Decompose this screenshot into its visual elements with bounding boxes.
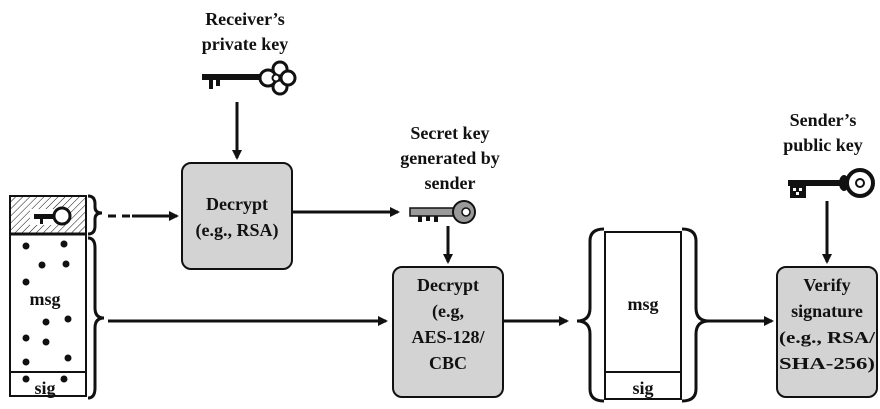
receiver-key-label-line2: private key: [202, 34, 288, 54]
sender-key-label-line1: Sender’s: [790, 110, 857, 130]
verify-label-line2: signature: [791, 301, 863, 321]
secret-key-label-line1: Secret key: [410, 123, 489, 143]
verify-label-line3: (e.g., RSA/: [779, 328, 875, 347]
embedded-key-icon: [30, 206, 72, 226]
decrypt-rsa-label-line1: Decrypt: [206, 194, 268, 214]
secret-key-icon: [409, 200, 476, 224]
input-msg-brace: [87, 236, 105, 400]
receiver-key-label-line1: Receiver’s: [205, 9, 285, 29]
verify-label-line1: Verify: [803, 275, 850, 295]
decrypt-rsa-box: [181, 162, 293, 270]
receiver-key-icon: [202, 60, 297, 96]
input-msg-label: msg: [30, 289, 61, 309]
decrypt-aes-label-line3: AES-128/: [411, 327, 485, 347]
decrypt-aes-label-line2: (e.g,: [432, 301, 464, 322]
output-right-brace: [681, 227, 710, 403]
output-msg-label: msg: [628, 294, 659, 314]
output-packet: msg sig: [604, 231, 682, 400]
output-sig-label: sig: [632, 378, 653, 398]
input-sig-label: sig: [34, 378, 55, 398]
sender-key-label-line2: public key: [783, 135, 863, 155]
secret-key-label-line3: sender: [425, 173, 476, 193]
verify-label-line4: SHA-256): [779, 354, 875, 373]
sender-key-icon: [788, 168, 875, 198]
secret-key-label-line2: generated by: [400, 148, 499, 168]
input-packet: msg sig: [9, 195, 87, 398]
verify-box: [776, 266, 878, 398]
input-key-brace: [87, 194, 103, 236]
msg-dots: [22, 240, 72, 383]
decrypt-aes-box: [392, 266, 504, 398]
output-left-brace: [576, 227, 605, 403]
decrypt-aes-label-line1: Decrypt: [417, 275, 479, 295]
decrypt-rsa-label-line2: (e.g., RSA): [196, 220, 279, 241]
decrypt-aes-label-line4: CBC: [429, 353, 467, 373]
